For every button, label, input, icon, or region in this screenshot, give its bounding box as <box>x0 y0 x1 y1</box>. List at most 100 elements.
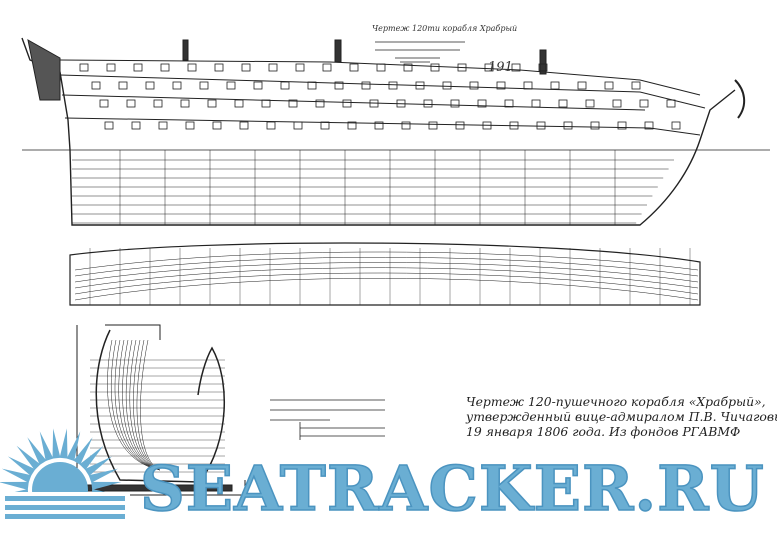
sun-wave <box>5 505 125 510</box>
gunport <box>79 63 89 72</box>
gunport <box>99 99 109 108</box>
gunport <box>401 121 411 130</box>
sun-wave <box>5 496 125 501</box>
plan-waterline <box>74 262 699 283</box>
gunport <box>361 81 371 90</box>
gunport <box>104 121 114 130</box>
gunport <box>320 121 330 130</box>
gunport <box>374 121 384 130</box>
gunport <box>455 121 465 130</box>
gunport <box>322 63 332 72</box>
sun-ray <box>0 481 29 490</box>
sun-ray <box>7 456 36 477</box>
gunport <box>91 81 101 90</box>
gunport <box>671 121 681 130</box>
gunport <box>226 81 236 90</box>
gunport <box>415 81 425 90</box>
sun-ray <box>27 437 47 465</box>
plan-waterline <box>74 267 699 289</box>
watermark-sun-logo <box>0 428 130 541</box>
plan-waterline <box>74 251 699 271</box>
gunport <box>307 81 317 90</box>
sun-ray <box>73 437 93 465</box>
gunport <box>504 99 514 108</box>
gunport <box>106 63 116 72</box>
gunport <box>482 121 492 130</box>
gunport <box>118 81 128 90</box>
sun-ray <box>59 428 68 459</box>
gunport <box>563 121 573 130</box>
gunport <box>234 99 244 108</box>
section-curve <box>107 339 161 471</box>
gunport <box>523 81 533 90</box>
gunport <box>172 81 182 90</box>
sun-ray <box>16 445 41 470</box>
gunport <box>496 81 506 90</box>
gunport <box>388 81 398 90</box>
gunport <box>612 99 622 108</box>
gunport <box>469 81 479 90</box>
gunport <box>180 99 190 108</box>
gunport <box>430 63 440 72</box>
gunport <box>342 99 352 108</box>
sun-wave <box>5 514 125 519</box>
gunport <box>531 99 541 108</box>
section-curve <box>129 339 161 471</box>
gunport <box>644 121 654 130</box>
gunport <box>509 121 519 130</box>
handwritten-title-scribble <box>375 41 465 63</box>
plan-waterline <box>74 257 699 277</box>
gunport <box>131 121 141 130</box>
gunport <box>212 121 222 130</box>
sun-ray <box>79 445 104 470</box>
gunport <box>153 99 163 108</box>
gunport <box>126 99 136 108</box>
gunport <box>511 63 521 72</box>
caption-line: утвержденный вице-адмиралом П.В. Чичагов… <box>466 409 777 424</box>
sun-ray <box>1 468 32 483</box>
gunport <box>477 99 487 108</box>
gunport <box>457 63 467 72</box>
ship-plan-view <box>69 242 701 306</box>
gunport <box>536 121 546 130</box>
gunport <box>214 63 224 72</box>
gunport <box>396 99 406 108</box>
gunport <box>315 99 325 108</box>
gunport <box>241 63 251 72</box>
plan-waterline <box>74 278 699 301</box>
gunport <box>423 99 433 108</box>
caption: Чертеж 120-пушечного корабля «Храбрый», … <box>466 394 777 439</box>
gunport <box>617 121 627 130</box>
sun-ray <box>88 468 119 483</box>
sheet-number: 191 <box>488 60 513 75</box>
caption-line: Чертеж 120-пушечного корабля «Храбрый», <box>466 394 766 409</box>
gunport <box>666 99 676 108</box>
ship-body-section <box>76 324 246 496</box>
watermark-text: SEATRACKER.RU <box>139 452 765 525</box>
gunport <box>349 63 359 72</box>
ship-profile-view <box>21 37 770 226</box>
gunport <box>538 63 548 72</box>
gunport <box>334 81 344 90</box>
gunport <box>158 121 168 130</box>
sun-ray <box>66 431 81 462</box>
gunport <box>133 63 143 72</box>
gunport <box>403 63 413 72</box>
sun-ray <box>52 428 61 459</box>
sun-ray <box>39 431 54 462</box>
sun-ray <box>84 456 113 477</box>
gunport <box>369 99 379 108</box>
gunport <box>577 81 587 90</box>
gunport <box>295 63 305 72</box>
sun-ray <box>91 481 122 490</box>
gunport <box>253 81 263 90</box>
gunport <box>288 99 298 108</box>
gunport <box>239 121 249 130</box>
gunport <box>585 99 595 108</box>
gunport <box>145 81 155 90</box>
gunport <box>604 81 614 90</box>
section-curve <box>114 339 161 471</box>
gunport <box>631 81 641 90</box>
caption-line: 19 января 1806 года. Из фондов РГАВМФ <box>466 424 741 439</box>
gunport <box>376 63 386 72</box>
